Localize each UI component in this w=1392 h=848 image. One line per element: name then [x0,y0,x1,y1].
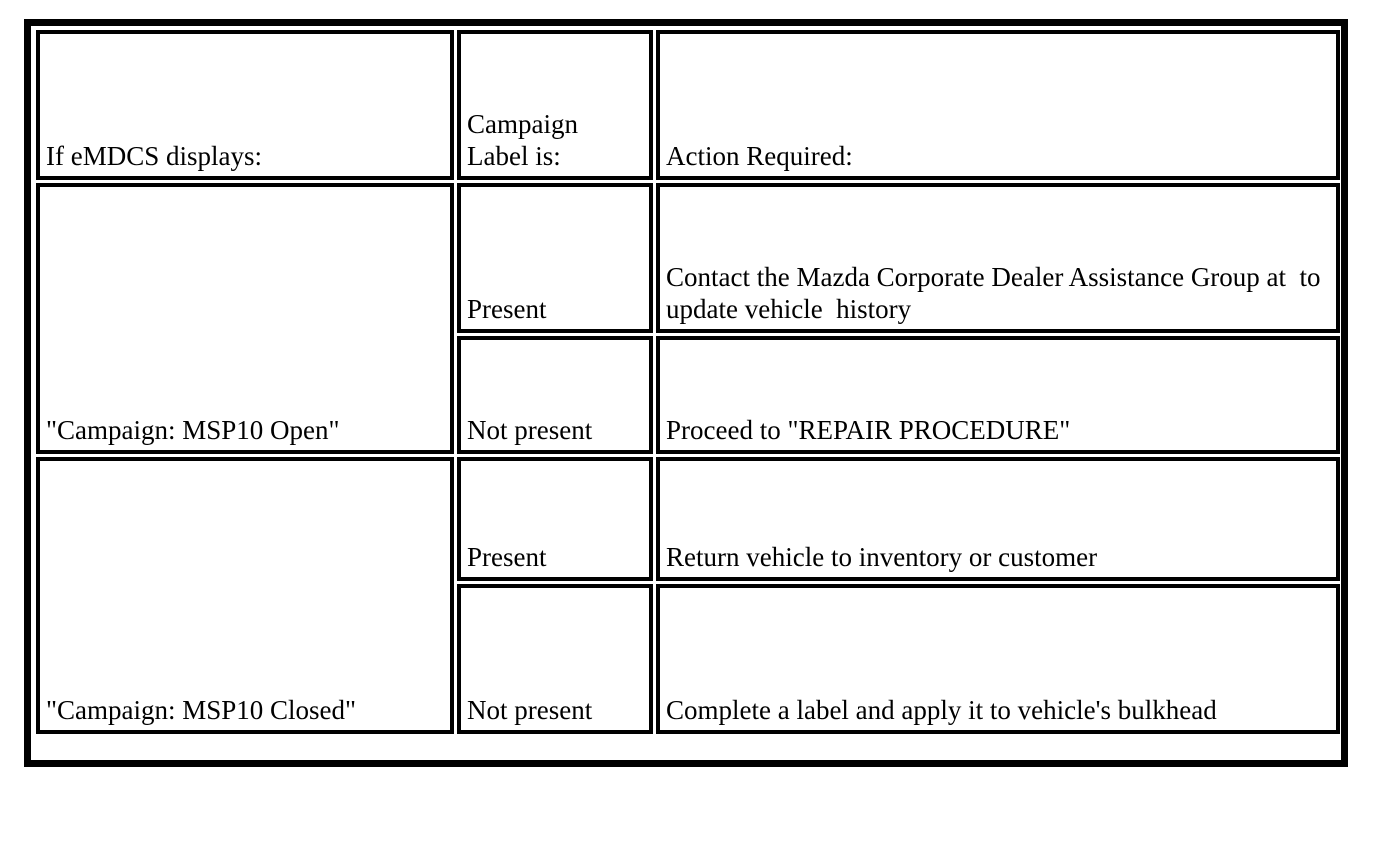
label-text: Present [467,541,547,572]
header-cell-condition: If eMDCS displays: [36,30,454,180]
label-cell-not-present: Not present [457,584,653,734]
campaign-action-table: If eMDCS displays: Campaign Label is: Ac… [33,27,1343,737]
table-row: "Campaign: MSP10 Open" Present Contact t… [36,183,1340,454]
header-campaign-label-text: Campaign Label is: [467,109,578,171]
header-cell-campaign-label: Campaign Label is: [457,30,653,180]
label-text: Not present [467,694,593,725]
table-row: Not present Complete a label and apply i… [36,584,1340,734]
label-text: Present [467,293,547,324]
label-cell-present: Present [457,183,653,333]
condition-text: "Campaign: MSP10 Closed" [46,694,357,725]
condition-cell-msp10-closed: "Campaign: MSP10 Closed" [36,457,454,734]
action-text: Contact the Mazda Corporate Dealer Assis… [666,262,1328,324]
table-header-row: If eMDCS displays: Campaign Label is: Ac… [36,30,1340,180]
label-cell-present: Present [457,457,653,581]
table-row: "Campaign: MSP10 Closed" Present Return … [36,457,1340,734]
action-cell-proceed-repair-procedure: Proceed to "REPAIR PROCEDURE" [656,336,1340,454]
header-condition-text: If eMDCS displays: [46,140,262,171]
condition-cell-msp10-open: "Campaign: MSP10 Open" [36,183,454,454]
header-cell-action-required: Action Required: [656,30,1340,180]
action-text: Complete a label and apply it to vehicle… [666,694,1217,725]
condition-text: "Campaign: MSP10 Open" [46,414,340,445]
label-cell-not-present: Not present [457,336,653,454]
table-row: Not present Proceed to "REPAIR PROCEDURE… [36,336,1340,454]
label-text: Not present [467,414,593,445]
header-action-required-text: Action Required: [666,140,853,171]
table-outer-frame [24,19,1348,767]
action-text: Return vehicle to inventory or customer [666,541,1098,572]
action-text: Proceed to "REPAIR PROCEDURE" [666,414,1071,445]
action-cell-return-vehicle: Return vehicle to inventory or customer [656,457,1340,581]
action-cell-contact-dealer-assistance: Contact the Mazda Corporate Dealer Assis… [656,183,1340,333]
action-cell-complete-label: Complete a label and apply it to vehicle… [656,584,1340,734]
